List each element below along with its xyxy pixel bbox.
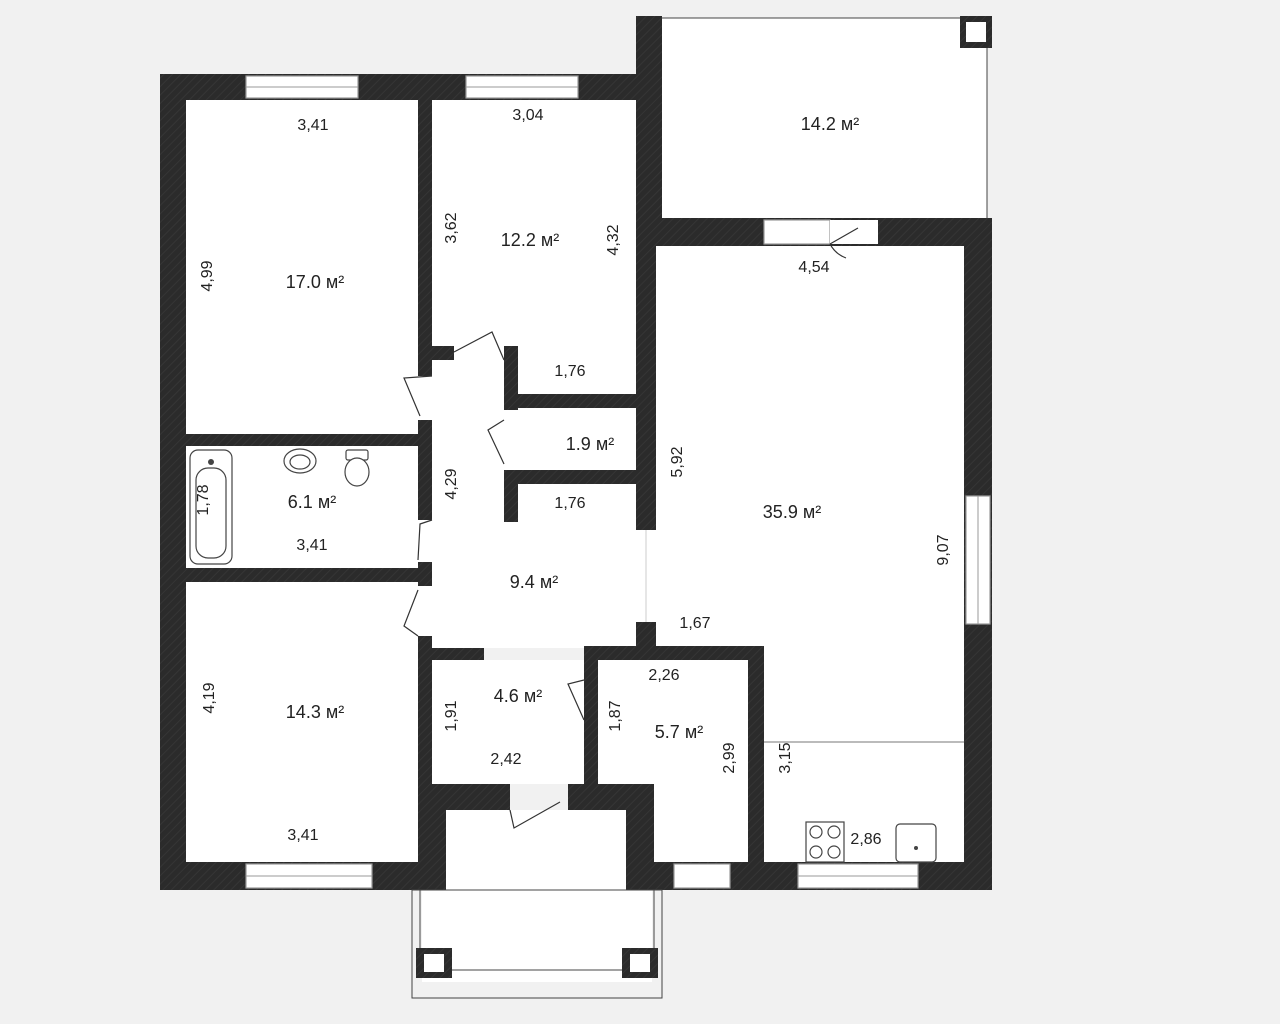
dim-label: 4,32 [605,224,622,255]
door-swing [403,589,419,637]
area-balcony-top: 14.2 м² [801,114,859,134]
wall [584,646,764,660]
area-bedroom-top-left: 17.0 м² [286,272,344,292]
dim-label: 4,19 [201,682,218,713]
wall [432,648,484,660]
dim-label: 3,04 [512,107,543,124]
dim-label: 1,78 [195,484,212,515]
area-small-room: 5.7 м² [655,722,703,742]
area-storage: 1.9 м² [566,434,614,454]
wall [504,470,518,522]
balcony-rails [411,17,988,999]
wall [160,74,186,890]
dim-label: 1,76 [554,363,585,380]
wall [186,434,418,446]
bathtub-icon [189,449,233,565]
dim-label: 4,99 [199,260,216,291]
post-hole [424,954,444,972]
window [763,219,831,245]
dim-label: 3,41 [296,537,327,554]
area-bedroom-top-mid: 12.2 м² [501,230,559,250]
door-swing [487,419,505,465]
window [673,863,731,889]
dim-label: 2,99 [721,742,738,773]
area-living-kitchen: 35.9 м² [763,502,821,522]
dimension-labels: 3,41 4,99 3,04 3,62 4,32 1,76 4,54 1,76 … [195,107,952,848]
toilet-icon [344,449,370,487]
dim-label: 3,41 [297,117,328,134]
dim-label: 4,29 [443,468,460,499]
wall [626,784,654,890]
wall [504,394,656,408]
wall [636,100,656,530]
dim-label: 3,41 [287,827,318,844]
dim-label: 9,07 [935,534,952,565]
door-swing [403,375,433,417]
wall [160,74,660,100]
door-swing [509,801,561,829]
doors [403,220,964,829]
wall [418,86,432,376]
kitchen-sink-icon [895,823,937,863]
windows [245,75,991,889]
area-bedroom-bottom-left: 14.3 м² [286,702,344,722]
stove-icon [805,821,845,863]
wall [504,470,656,484]
sink-icon [283,448,317,474]
dim-label: 2,26 [648,667,679,684]
wall [160,568,430,582]
area-bathroom: 6.1 м² [288,492,336,512]
post-hole [966,22,986,42]
area-entry: 4.6 м² [494,686,542,706]
dim-label: 1,76 [554,495,585,512]
area-labels: 17.0 м² 12.2 м² 14.2 м² 1.9 м² 6.1 м² 9.… [286,114,859,742]
dim-label: 2,42 [490,751,521,768]
wall [748,646,764,862]
door-swing [567,679,585,721]
dim-label: 3,62 [443,212,460,243]
dim-label: 1,91 [443,700,460,731]
dim-label: 4,54 [798,259,829,276]
dim-label: 1,87 [607,700,624,731]
area-hallway: 9.4 м² [510,572,558,592]
post-hole [630,954,650,972]
door-swing [417,519,433,561]
wall [418,420,432,520]
door-swing [829,227,859,259]
door-swing [453,331,505,361]
wall [418,784,446,890]
dim-label: 1,67 [679,615,710,632]
dim-label: 3,15 [777,742,794,773]
wall [584,646,598,786]
dim-label: 5,92 [669,446,686,477]
dim-label: 2,86 [850,831,881,848]
wall [432,346,454,360]
wall [636,622,656,648]
